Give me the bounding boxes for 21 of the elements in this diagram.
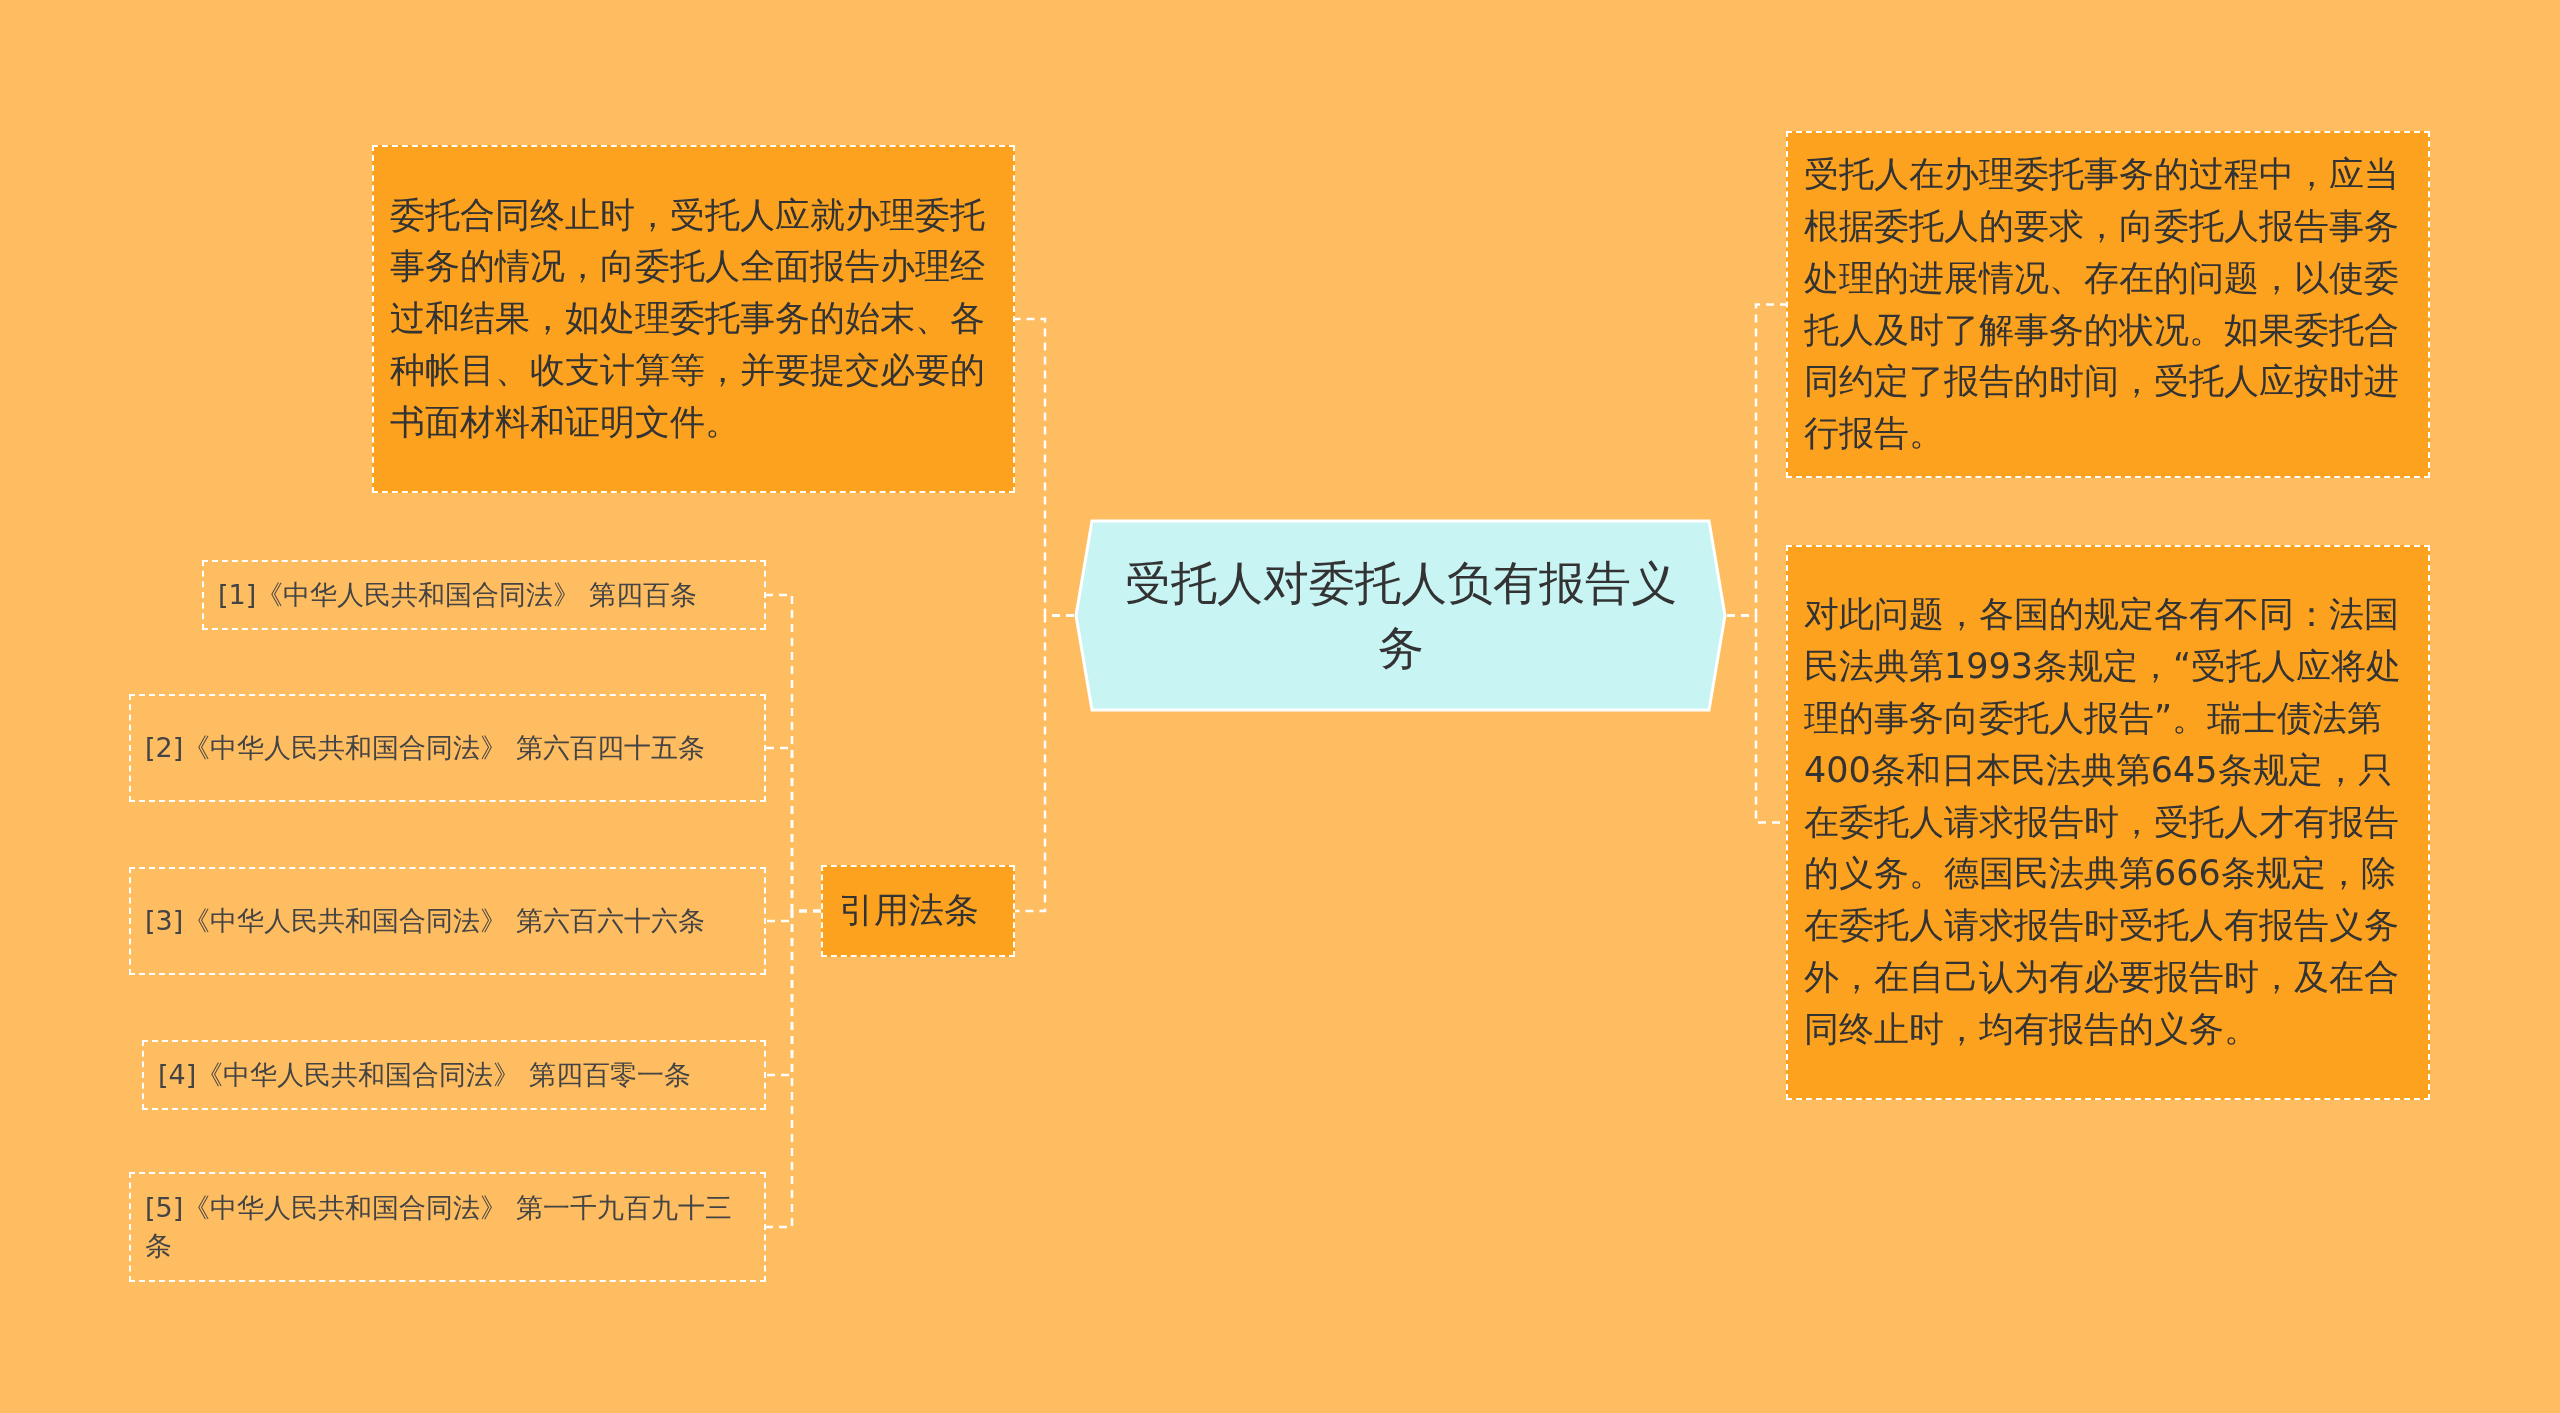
topic-text: 对此问题，各国的规定各有不同：法国民法典第1993条规定，“受托人应将处理的事务向委托人报告”。瑞士债法第400条和日本民法典第645条规定，只在委托人请求报告时，受托人才有报告的义务。德国民法典第666条规定，除在委托人请求报告时受托人有报告义务外，在自己认为有必要报告时，及在合同终止时，均有报告的义务。 bbox=[1804, 593, 2403, 1051]
reference-text: [1]《中华人民共和国合同法》 第四百条 bbox=[218, 578, 698, 613]
topic-text: 受托人对委托人负有报告义务 bbox=[1123, 555, 1678, 677]
topic-box bbox=[1786, 131, 2430, 478]
connector-line bbox=[1015, 614, 1074, 913]
topic-text: 受托人在办理委托事务的过程中，应当根据委托人的要求，向委托人报告事务处理的进展情况、存在的问题，以使委托人及时了解事务的状况。如果委托合同约定了报告的时间，受托人应按时进行报告。 bbox=[1804, 153, 2400, 456]
reference-text: [5]《中华人民共和国合同法》 第一千九百九十三条 bbox=[145, 1191, 733, 1263]
reference-box bbox=[142, 1040, 766, 1110]
topic-box bbox=[821, 865, 1015, 957]
reference-text: [3]《中华人民共和国合同法》 第六百六十六条 bbox=[145, 904, 706, 939]
topic-box bbox=[1786, 545, 2430, 1100]
reference-box bbox=[202, 560, 766, 630]
reference-box bbox=[129, 1172, 766, 1282]
topic-text: 委托合同终止时，受托人应就办理委托事务的情况，向委托人全面报告办理经过和结果，如处理委托事务的始末、各种帐目、收支计算等，并要提交必要的书面材料和证明文件。 bbox=[390, 193, 986, 444]
reference-text: [4]《中华人民共和国合同法》 第四百零一条 bbox=[158, 1058, 692, 1093]
topic-box bbox=[372, 145, 1015, 493]
reference-box bbox=[129, 694, 766, 802]
topic-text: 引用法条 bbox=[839, 889, 980, 933]
connector-line bbox=[766, 909, 821, 1229]
reference-text: [2]《中华人民共和国合同法》 第六百四十五条 bbox=[145, 731, 706, 766]
reference-box bbox=[129, 867, 766, 975]
